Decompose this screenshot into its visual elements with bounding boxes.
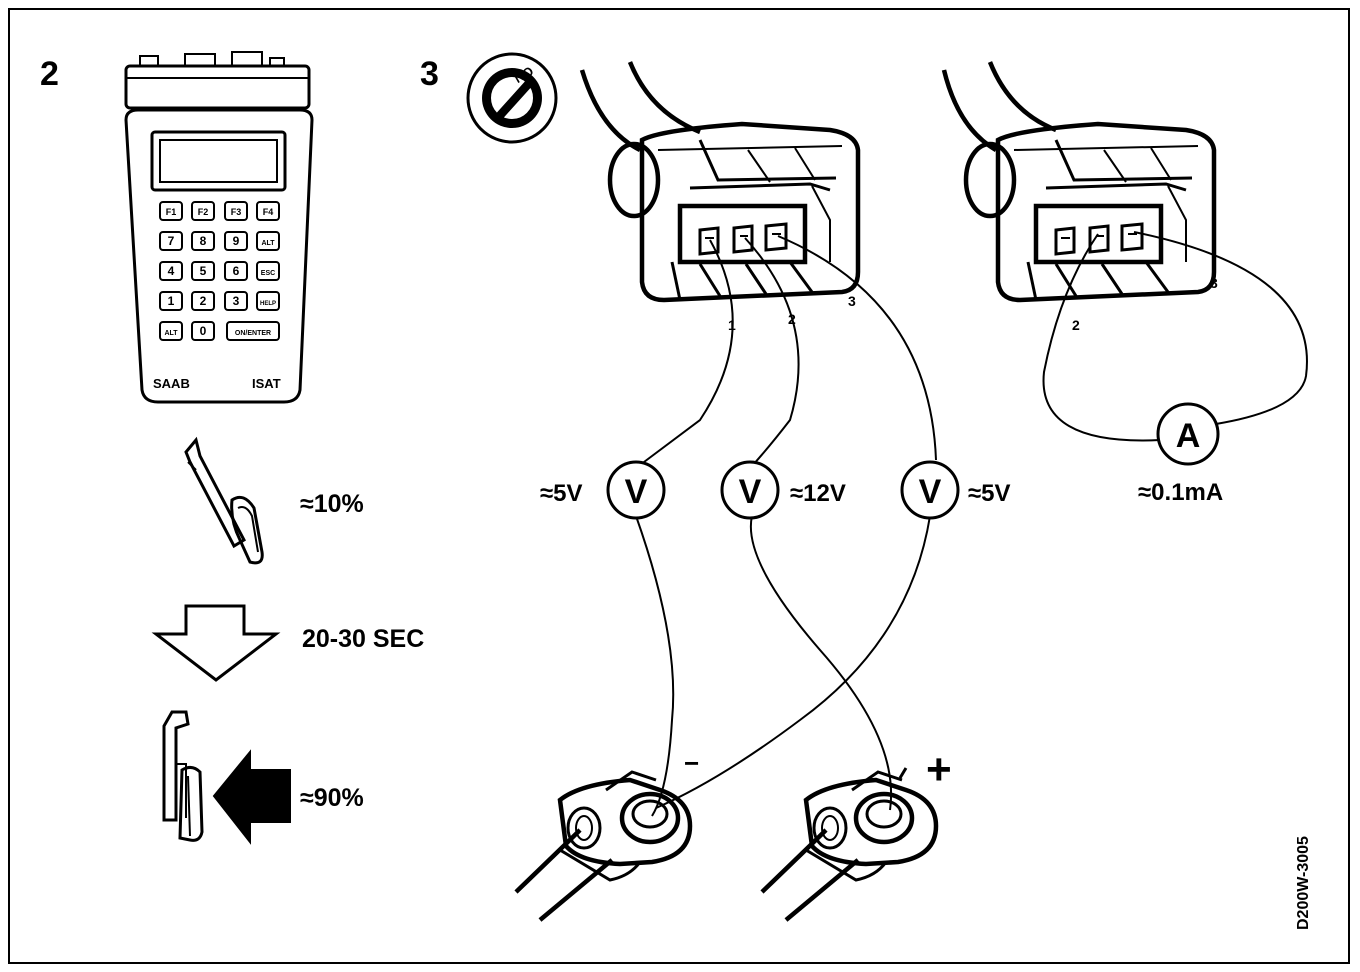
tester-brand: SAAB [153, 376, 190, 391]
panel-number-3: 3 [420, 55, 439, 93]
panel-number-2: 2 [40, 55, 59, 93]
key-0: 0 [200, 324, 207, 338]
figure-code: D200W-3005 [1295, 836, 1312, 930]
key-f3: F3 [231, 207, 242, 217]
key-7: 7 [168, 234, 175, 248]
figure-frame [8, 8, 1350, 964]
voltmeter-2: V [720, 460, 780, 520]
connector-1-pin-3: 3 [848, 293, 856, 309]
throttle-end-label: ≈90% [300, 784, 364, 812]
down-arrow-icon [151, 604, 281, 682]
connector-2-pin-2: 2 [1072, 317, 1080, 333]
voltmeter-2-reading: ≈12V [790, 480, 846, 507]
voltmeter-1-symbol: V [625, 473, 648, 511]
tester-model: ISAT [252, 376, 281, 391]
ground-minus-sign: − [684, 748, 699, 778]
ground-terminal-connector [514, 770, 693, 922]
key-help: HELP [260, 301, 276, 307]
ammeter-symbol: A [1176, 417, 1201, 455]
ignition-switch-icon: ON [466, 52, 558, 144]
voltmeter-2-symbol: V [739, 473, 762, 511]
voltmeter-1-reading: ≈5V [540, 480, 583, 507]
wait-time-label: 20-30 SEC [302, 625, 424, 653]
ammeter-reading: ≈0.1mA [1138, 479, 1223, 506]
key-8: 8 [200, 234, 207, 248]
isat-tester: F1 F2 F3 F4 7 8 9 ALT 4 5 6 ESC [124, 51, 314, 404]
key-f4: F4 [263, 207, 274, 217]
key-5: 5 [200, 264, 207, 278]
voltmeter-3: V [900, 460, 960, 520]
key-3: 3 [233, 294, 240, 308]
pedal-slightly-pressed-icon [184, 436, 264, 565]
key-on-enter: ON/ENTER [235, 330, 271, 337]
connector-1 [579, 61, 861, 303]
key-esc: ESC [261, 270, 275, 277]
ammeter: A [1156, 402, 1220, 466]
key-9: 9 [233, 234, 240, 248]
throttle-start-label: ≈10% [300, 490, 364, 518]
key-f2: F2 [198, 207, 209, 217]
key-1: 1 [168, 294, 175, 308]
tester-keypad: F1 F2 F3 F4 7 8 9 ALT 4 5 6 ESC [159, 201, 280, 341]
plus-sign: + [926, 745, 952, 794]
pedal-fully-pressed-icon [162, 710, 291, 845]
plus-terminal-connector [760, 767, 939, 922]
test-leads [635, 231, 1308, 817]
key-f1: F1 [166, 207, 177, 217]
voltmeter-3-reading: ≈5V [968, 480, 1011, 507]
key-2: 2 [200, 294, 207, 308]
key-alt-2: ALT [164, 330, 178, 337]
connector-2 [941, 61, 1217, 303]
tester-display [150, 130, 287, 192]
key-alt: ALT [261, 240, 275, 247]
key-6: 6 [233, 264, 240, 278]
voltmeter-1: V [606, 460, 666, 520]
key-4: 4 [168, 264, 175, 278]
connector-2-pin-3: 3 [1210, 275, 1218, 291]
voltmeter-3-symbol: V [919, 473, 942, 511]
